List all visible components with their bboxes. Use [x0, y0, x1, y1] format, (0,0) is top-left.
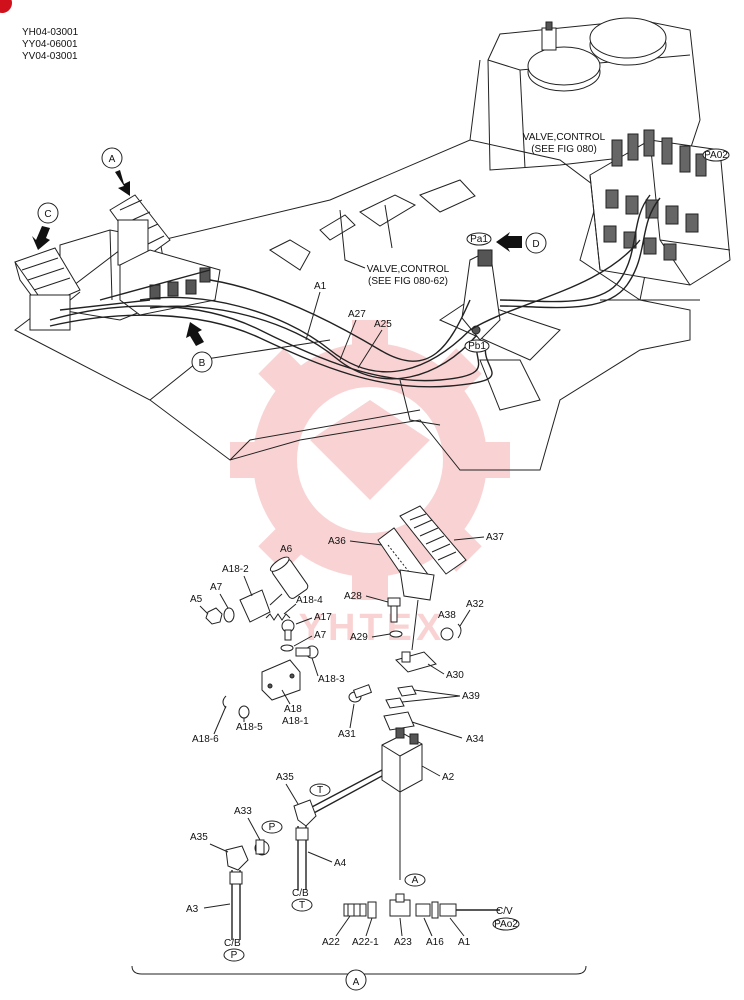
svg-text:B: B: [199, 358, 206, 369]
model-code-2: YY04-06001: [22, 39, 78, 50]
label-a30: A30: [446, 670, 464, 681]
label-a4: A4: [334, 858, 347, 869]
corner-marker: [0, 0, 12, 13]
label-cv: C/V: [496, 906, 513, 917]
part-a37: [399, 505, 467, 575]
label-a32: A32: [466, 599, 484, 610]
label-a7-1: A7: [210, 582, 223, 593]
svg-text:P: P: [269, 822, 276, 833]
pilot-valve: [461, 249, 501, 341]
detail-part-labels: A6 A18-2 A7 A5 A18-4 A17 A7 A18-3 A18 A1…: [186, 532, 513, 949]
watermark-text: YHTEX: [299, 607, 446, 649]
view-markers: A B C D: [32, 147, 547, 373]
label-a33: A33: [234, 806, 252, 817]
valve-callout-2-line1: VALVE,CONTROL: [367, 264, 450, 275]
label-a37: A37: [486, 532, 504, 543]
label-a2: A2: [442, 772, 455, 783]
port-tag-a: A: [404, 873, 426, 887]
label-a6: A6: [280, 544, 293, 555]
label-a22: A22: [322, 937, 340, 948]
bracket-label: A: [353, 977, 360, 988]
port-tag-p-1: P: [261, 820, 283, 834]
label-a18-4: A18-4: [296, 595, 323, 606]
svg-text:P: P: [231, 950, 238, 961]
port-tag-pa1: Pa1: [466, 232, 492, 246]
port-tag-pao2: PAo2: [492, 917, 520, 931]
label-a29: A29: [350, 632, 368, 643]
valve-callouts: VALVE,CONTROL (SEE FIG 080) VALVE,CONTRO…: [367, 132, 606, 287]
label-a18-6: A18-6: [192, 734, 219, 745]
port-tag-t-1: T: [309, 783, 331, 797]
label-a36: A36: [328, 536, 346, 547]
label-a17: A17: [314, 612, 332, 623]
part-a6: [269, 556, 309, 599]
label-a3: A3: [186, 904, 199, 915]
label-a18-3: A18-3: [318, 674, 345, 685]
port-tag-pb1: Pb1: [464, 339, 490, 353]
port-tag-p-2: P: [223, 948, 245, 962]
label-cb-2: C/B: [224, 938, 241, 949]
label-a5: A5: [190, 594, 203, 605]
label-a18: A18: [284, 704, 302, 715]
model-codes: YH04-03001 YY04-06001 YV04-03001: [22, 27, 79, 62]
port-tag-t-2: T: [291, 898, 313, 912]
fitting-row: [343, 893, 500, 919]
valve-callout-2-line2: (SEE FIG 080-62): [368, 276, 448, 287]
label-cb-1: C/B: [292, 888, 309, 899]
label-a35-1: A35: [276, 772, 294, 783]
svg-text:PAo2: PAo2: [494, 919, 518, 930]
label-a16: A16: [426, 937, 444, 948]
part-a31: [348, 684, 373, 703]
label-a34: A34: [466, 734, 484, 745]
label-a39: A39: [462, 691, 480, 702]
pilot-hoses: [49, 194, 661, 388]
model-code-1: YH04-03001: [22, 27, 79, 38]
part-a2: [381, 727, 423, 793]
label-a1-upper: A1: [314, 281, 327, 292]
label-a28: A28: [344, 591, 362, 602]
view-marker-a: A: [101, 147, 130, 196]
svg-text:C: C: [44, 209, 51, 220]
model-code-3: YV04-03001: [22, 51, 78, 62]
label-a25: A25: [374, 319, 392, 330]
svg-text:Pa1: Pa1: [470, 234, 488, 245]
upper-port-tags: PA02 Pa1 Pb1: [464, 148, 730, 353]
label-a27: A27: [348, 309, 366, 320]
svg-text:T: T: [317, 785, 323, 796]
label-a31: A31: [338, 729, 356, 740]
watermark-logo: YHTEX: [230, 320, 510, 649]
svg-text:Pb1: Pb1: [468, 341, 486, 352]
label-a22-1: A22-1: [352, 937, 379, 948]
view-marker-d: D: [496, 232, 547, 254]
svg-text:T: T: [299, 900, 305, 911]
label-a1-lower: A1: [458, 937, 471, 948]
svg-text:D: D: [532, 239, 539, 250]
part-a17: [281, 619, 295, 641]
lower-port-tags: T P T P A PAo2: [223, 783, 520, 962]
part-a18-3: [295, 645, 319, 659]
svg-text:A: A: [109, 154, 116, 165]
exploded-parts: A: [131, 505, 587, 991]
part-a33: [254, 839, 270, 856]
label-a18-1: A18-1: [282, 716, 309, 727]
svg-text:A: A: [412, 875, 419, 886]
upper-part-labels: A1 A27 A25: [305, 281, 392, 369]
label-a38: A38: [438, 610, 456, 621]
valve-callout-1-line1: VALVE,CONTROL: [523, 132, 606, 143]
label-a23: A23: [394, 937, 412, 948]
valve-callout-1-line2: (SEE FIG 080): [531, 144, 597, 155]
view-marker-b: B: [186, 322, 213, 373]
label-a35-2: A35: [190, 832, 208, 843]
label-a7-2: A7: [314, 630, 327, 641]
port-tag-pa02-upper: PA02: [702, 148, 730, 162]
label-a18-2: A18-2: [222, 564, 249, 575]
view-marker-c: C: [32, 202, 59, 250]
svg-text:PA02: PA02: [704, 150, 728, 161]
label-a18-5: A18-5: [236, 722, 263, 733]
